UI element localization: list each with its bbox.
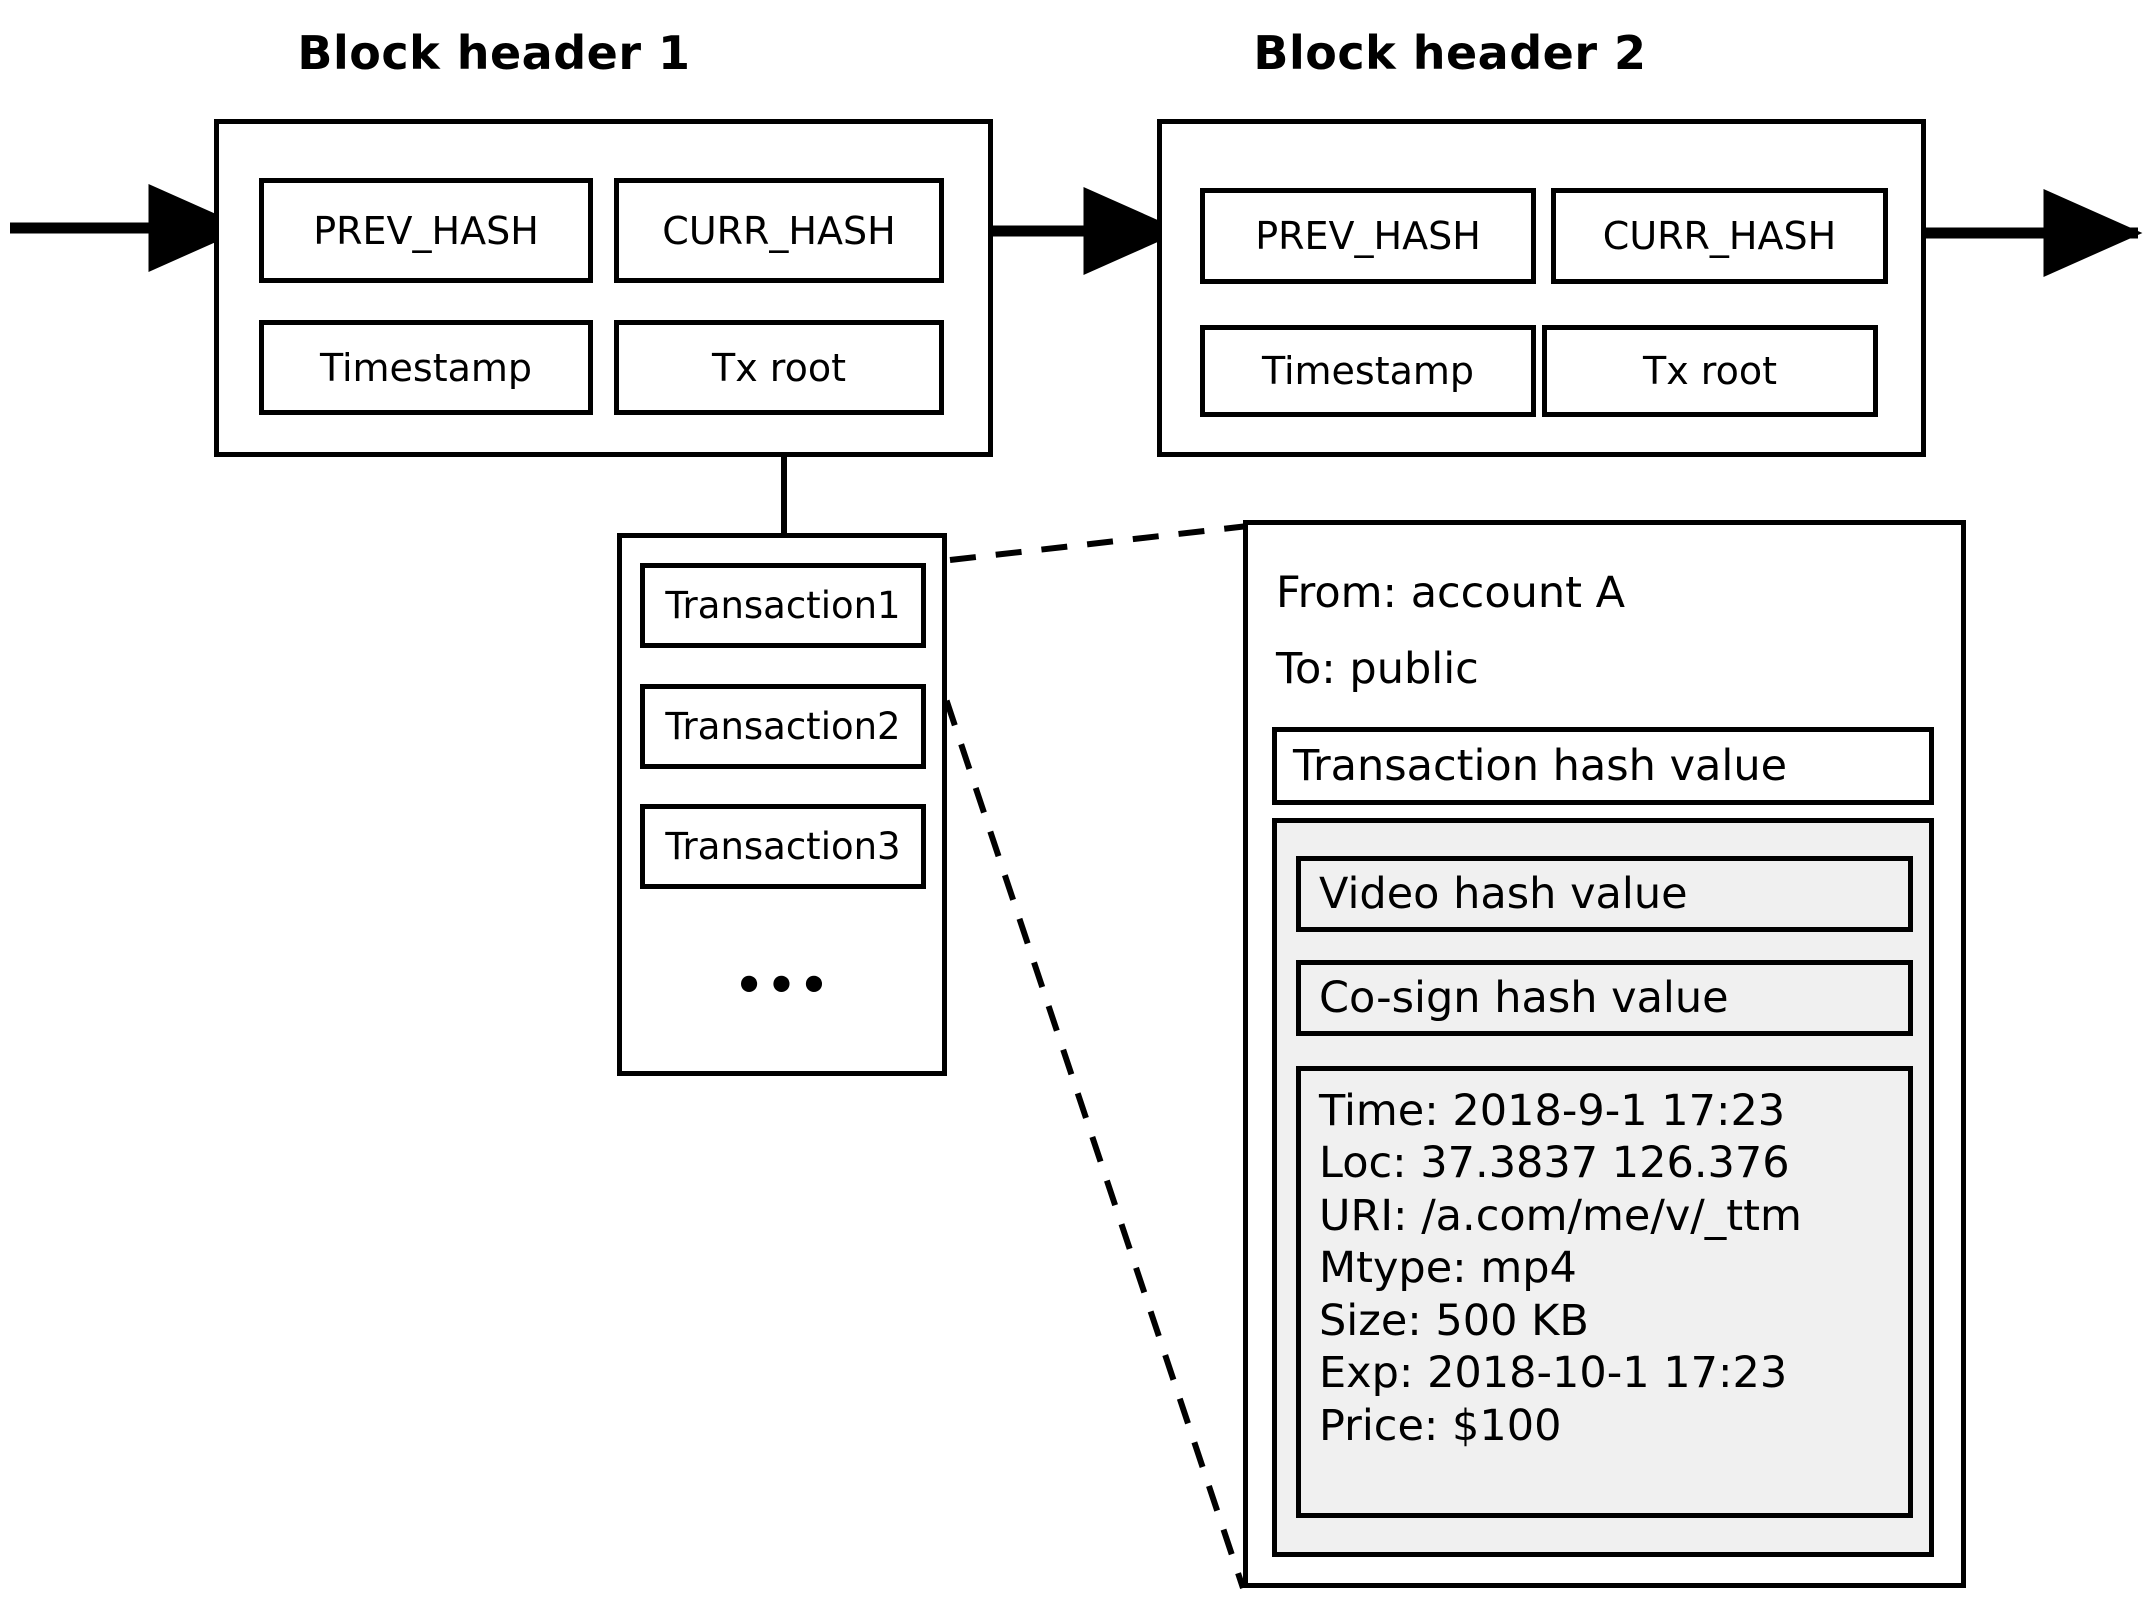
detail-from-line: From: account A <box>1276 568 1626 618</box>
block2-curr-hash-box[interactable]: CURR_HASH <box>1551 188 1888 284</box>
block2-prev-hash-box[interactable]: PREV_HASH <box>1200 188 1536 284</box>
block1-curr-hash-box[interactable]: CURR_HASH <box>614 178 944 283</box>
block-header-1-title: Block header 1 <box>297 26 691 80</box>
block1-timestamp-box[interactable]: Timestamp <box>259 320 593 415</box>
detail-to-line: To: public <box>1276 644 1479 694</box>
transaction-hash-value-box[interactable]: Transaction hash value <box>1272 727 1934 805</box>
transaction-list-ellipsis: ••• <box>734 958 832 1012</box>
meta-row-mtype: Mtype: mp4 <box>1319 1243 1577 1294</box>
meta-row-uri: URI: /a.com/me/v/_ttm <box>1319 1190 1802 1241</box>
leader-line-top <box>949 523 1249 563</box>
block1-prev-hash-box[interactable]: PREV_HASH <box>259 178 593 283</box>
meta-row-loc: Loc: 37.3837 126.376 <box>1319 1138 1790 1189</box>
media-metadata-fields-box: Time: 2018-9-1 17:23 Loc: 37.3837 126.37… <box>1296 1066 1913 1518</box>
block-header-2-title: Block header 2 <box>1253 26 1647 80</box>
meta-row-size: Size: 500 KB <box>1319 1295 1589 1346</box>
cosign-hash-value-box[interactable]: Co-sign hash value <box>1296 960 1913 1036</box>
block2-timestamp-box[interactable]: Timestamp <box>1200 325 1536 417</box>
transaction-item-2[interactable]: Transaction2 <box>640 684 926 769</box>
transaction-item-3[interactable]: Transaction3 <box>640 804 926 889</box>
transaction-item-1[interactable]: Transaction1 <box>640 563 926 648</box>
block1-tx-root-box[interactable]: Tx root <box>614 320 944 415</box>
meta-row-price: Price: $100 <box>1319 1400 1562 1451</box>
meta-row-exp: Exp: 2018-10-1 17:23 <box>1319 1348 1788 1399</box>
meta-row-time: Time: 2018-9-1 17:23 <box>1319 1086 1786 1136</box>
leader-line-bottom <box>929 656 1246 1589</box>
block2-tx-root-box[interactable]: Tx root <box>1542 325 1878 417</box>
video-hash-value-box[interactable]: Video hash value <box>1296 856 1913 932</box>
